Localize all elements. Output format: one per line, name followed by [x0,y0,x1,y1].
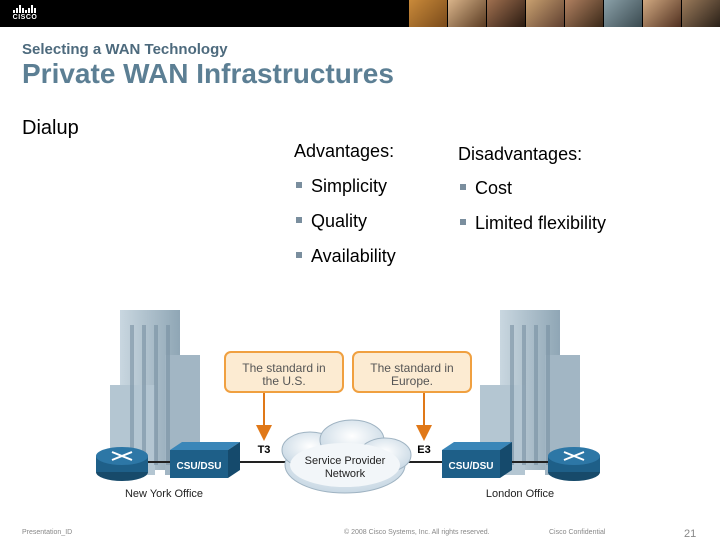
presentation-id: Presentation_ID [22,529,73,536]
svg-text:Service Provider: Service Provider [305,455,386,467]
advantages-heading: Advantages: [294,141,395,161]
left-router-icon [96,447,148,481]
london-office-label: London Office [486,488,554,500]
svg-text:CSU/DSU: CSU/DSU [176,461,221,472]
section-heading: Dialup [22,117,79,139]
cisco-bars-icon [13,5,37,13]
disadvantages-heading: Disadvantages: [458,144,583,164]
cisco-logo-text: CISCO [12,14,38,21]
advantage-item: Simplicity [296,176,387,197]
callout-europe-standard: The standard in Europe. [352,351,472,393]
t3-label: T3 [258,444,271,456]
right-csu-dsu-device: CSU/DSU [442,442,512,478]
right-office-buildings [480,310,580,475]
confidential-label: Cisco Confidential [549,529,606,536]
new-york-office-label: New York Office [125,488,203,500]
top-banner: CISCO [0,0,720,27]
svg-text:The standard in: The standard in [242,361,325,375]
network-diagram: The standard in the U.S. The standard in… [96,310,600,500]
callout-us-standard: The standard in the U.S. [224,351,344,393]
disadvantage-item: Limited flexibility [460,213,606,234]
banner-photo-strip [408,0,720,27]
advantage-item: Quality [296,211,367,232]
cisco-logo: CISCO [8,5,42,23]
slide-subtitle: Selecting a WAN Technology [22,41,228,58]
right-router-icon [548,447,600,481]
advantage-item: Availability [296,246,396,267]
service-provider-cloud-icon: Service Provider Network [281,419,412,494]
left-csu-dsu-device: CSU/DSU [170,442,240,478]
left-office-buildings [110,310,200,475]
page-number: 21 [684,528,697,540]
svg-text:CSU/DSU: CSU/DSU [448,461,493,472]
svg-text:Europe.: Europe. [391,374,433,388]
svg-text:The standard in: The standard in [370,361,453,375]
e3-label: E3 [417,444,430,456]
copyright: © 2008 Cisco Systems, Inc. All rights re… [344,529,490,536]
disadvantage-item: Cost [460,178,512,199]
svg-text:Network: Network [325,468,366,480]
svg-text:the U.S.: the U.S. [262,374,305,388]
slide-title: Private WAN Infrastructures [22,58,394,89]
